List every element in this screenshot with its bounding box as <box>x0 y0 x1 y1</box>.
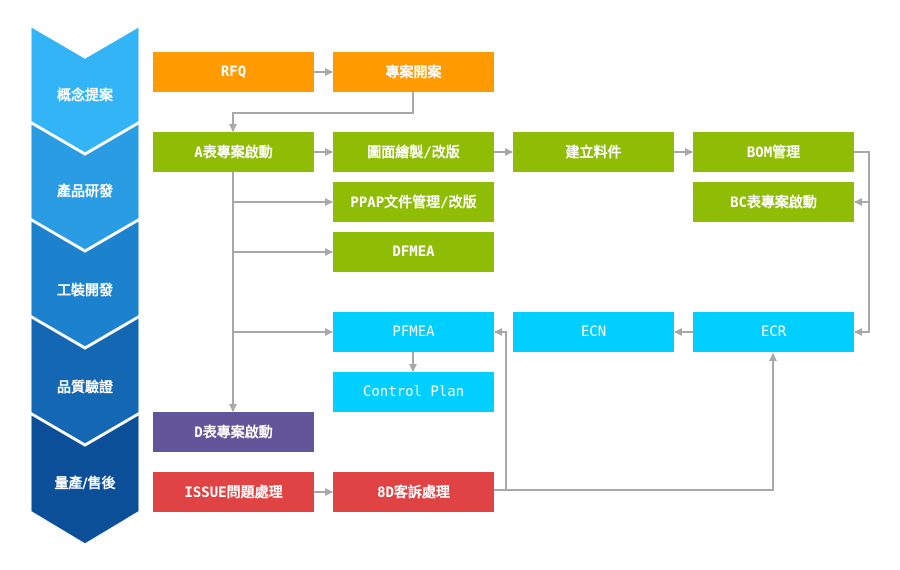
node-bom[interactable]: BOM管理 <box>693 132 854 172</box>
phase-label-quality: 品質驗證 <box>57 380 113 396</box>
node-dfmea[interactable]: DFMEA <box>333 232 494 272</box>
arrow-8d-to-ecr <box>494 353 777 491</box>
arrow-ecn-to-pfmea <box>494 328 507 490</box>
node-project-open[interactable]: 專案開案 <box>333 52 494 92</box>
node-drawing[interactable]: 圖面繪製/改版 <box>333 132 494 172</box>
phase-segment-production <box>28 410 142 547</box>
node-pfmea[interactable]: PFMEA <box>333 312 494 352</box>
node-material[interactable]: 建立料件 <box>513 132 674 172</box>
arrow-project-to-form-a <box>229 92 414 132</box>
bom-bracket-line <box>853 151 870 336</box>
phase-label-tooling: 工裝開發 <box>57 283 113 299</box>
node-ecr[interactable]: ECR <box>693 312 854 352</box>
phase-label-development: 產品研發 <box>57 184 113 200</box>
node-issue[interactable]: ISSUE問題處理 <box>153 472 314 512</box>
node-8d-complaint[interactable]: 8D客訴處理 <box>333 472 494 512</box>
node-control-plan[interactable]: Control Plan <box>333 372 494 412</box>
phase-label-production: 量產/售後 <box>54 476 116 492</box>
node-form-d[interactable]: D表專案啟動 <box>153 412 314 452</box>
node-ecn[interactable]: ECN <box>513 312 674 352</box>
node-ppap[interactable]: PPAP文件管理/改版 <box>333 182 494 222</box>
node-form-bc[interactable]: BC表專案啟動 <box>693 182 854 222</box>
phase-label-concept: 概念提案 <box>57 88 113 104</box>
node-form-a[interactable]: A表專案啟動 <box>153 132 314 172</box>
node-rfq[interactable]: RFQ <box>153 52 314 92</box>
